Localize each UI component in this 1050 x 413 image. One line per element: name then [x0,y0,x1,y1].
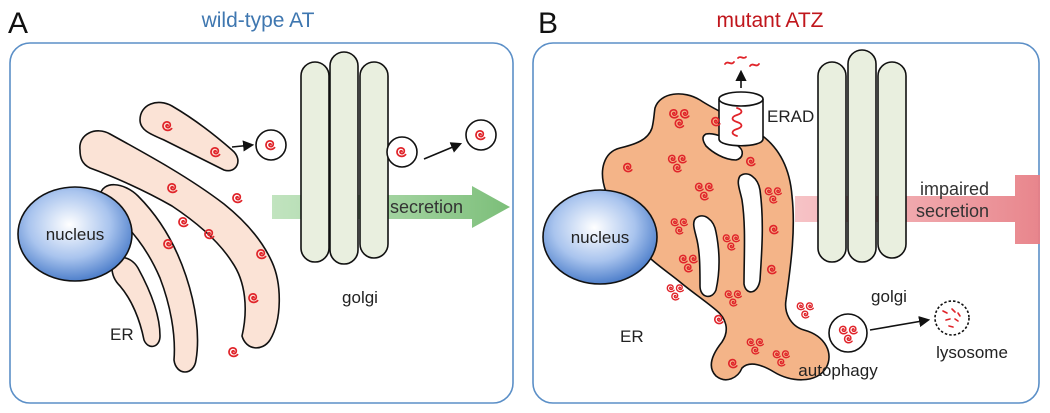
transport-arrow [423,142,463,160]
nucleus [542,189,658,285]
panel-a-letter: A [8,7,28,40]
panel-a-title: wild-type AT [201,9,315,32]
er-folds [692,132,764,298]
vesicles [255,119,497,168]
autophagy-arrow [869,316,931,331]
panel-b-letter: B [538,7,558,40]
er-label: ER [620,327,644,346]
golgi-cisterna [329,51,359,265]
secretion-label: secretion [916,201,989,221]
golgi [817,49,907,263]
panel-a: A wild-type AT secretion nucleus [8,7,514,404]
panel-b-title: mutant ATZ [717,9,824,32]
golgi-cisterna [847,49,877,263]
impaired-secretion-arrow [795,175,1040,244]
nucleus-label: nucleus [46,225,105,244]
lysosome [934,300,970,336]
golgi-label: golgi [871,287,907,306]
nucleus [17,186,133,282]
erad-label: ERAD [767,107,814,126]
golgi-cisterna [877,61,907,259]
erad-channel [718,56,764,147]
golgi [300,51,389,265]
autophagosome [828,313,868,353]
er-cisterna [139,101,239,172]
er-cisterna [79,130,281,349]
autophagy-label: autophagy [798,361,878,380]
golgi-cisterna [300,61,330,263]
er-cisterna [111,256,161,348]
impaired-label: impaired [920,179,989,199]
er-fold [692,215,720,298]
lysosome-label: lysosome [936,343,1008,362]
secretion-label: secretion [390,197,463,217]
golgi-label: golgi [342,288,378,307]
budding-arrow [231,140,255,152]
nucleus-label: nucleus [571,228,630,247]
er-fold [737,173,764,293]
er-label: ER [110,325,134,344]
golgi-cisterna [817,61,847,263]
golgi-cisterna [359,61,389,259]
panel-b: B mutant ATZ impaired secretion nucleus [532,7,1040,404]
